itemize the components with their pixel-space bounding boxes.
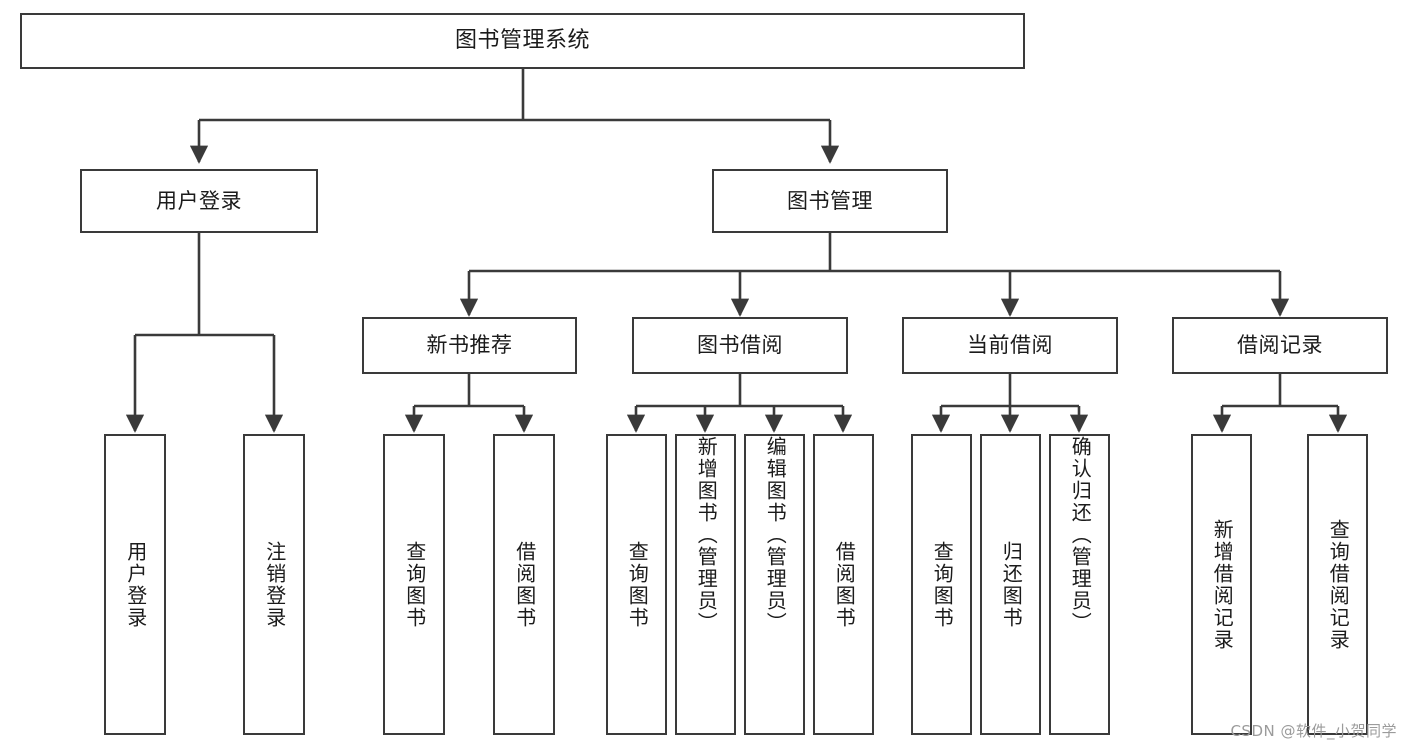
node-leaf-current-borrow-query[interactable]: 查询图书 xyxy=(911,434,972,735)
node-label: 用户登录 xyxy=(156,188,242,213)
node-user-login[interactable]: 用户登录 xyxy=(80,169,318,233)
node-label: 用户登录 xyxy=(123,540,148,629)
node-current-borrow[interactable]: 当前借阅 xyxy=(902,317,1118,374)
node-label: 图书管理系统 xyxy=(454,28,590,54)
node-label: 新书推荐 xyxy=(426,333,513,358)
node-label: 借阅图书 xyxy=(512,540,537,629)
node-label: 编辑图书（管理员） xyxy=(763,436,788,634)
node-leaf-new-book-borrow[interactable]: 借阅图书 xyxy=(493,434,555,735)
node-label: 新增图书（管理员） xyxy=(694,436,719,634)
node-leaf-borrow-record-add[interactable]: 新增借阅记录 xyxy=(1191,434,1252,735)
node-label: 归还图书 xyxy=(999,540,1024,629)
node-label: 图书借阅 xyxy=(697,333,783,358)
node-label: 查询图书 xyxy=(930,540,955,629)
node-leaf-book-borrow-edit[interactable]: 编辑图书（管理员） xyxy=(744,434,805,735)
node-new-book-recommend[interactable]: 新书推荐 xyxy=(362,317,577,374)
node-leaf-book-borrow-query[interactable]: 查询图书 xyxy=(606,434,667,735)
node-label: 图书管理 xyxy=(787,188,873,213)
node-leaf-new-book-query[interactable]: 查询图书 xyxy=(383,434,445,735)
node-label: 注销登录 xyxy=(262,540,287,629)
node-book-borrow[interactable]: 图书借阅 xyxy=(632,317,848,374)
node-leaf-current-borrow-return[interactable]: 归还图书 xyxy=(980,434,1041,735)
node-label: 查询图书 xyxy=(625,540,650,629)
node-leaf-borrow-record-query[interactable]: 查询借阅记录 xyxy=(1307,434,1368,735)
node-leaf-user-login-logout[interactable]: 注销登录 xyxy=(243,434,305,735)
node-leaf-user-login-login[interactable]: 用户登录 xyxy=(104,434,166,735)
node-book-management[interactable]: 图书管理 xyxy=(712,169,948,233)
node-leaf-current-borrow-confirm-return[interactable]: 确认归还（管理员） xyxy=(1049,434,1110,735)
node-label: 查询借阅记录 xyxy=(1326,518,1351,651)
node-label: 借阅记录 xyxy=(1237,333,1323,358)
node-root-book-management-system[interactable]: 图书管理系统 xyxy=(20,13,1025,69)
node-label: 确认归还（管理员） xyxy=(1068,436,1093,634)
node-label: 查询图书 xyxy=(402,540,427,629)
node-borrow-record[interactable]: 借阅记录 xyxy=(1172,317,1388,374)
node-leaf-book-borrow-add[interactable]: 新增图书（管理员） xyxy=(675,434,736,735)
node-label: 新增借阅记录 xyxy=(1210,518,1235,651)
watermark: CSDN @软件_小贺同学 xyxy=(1230,722,1397,740)
node-leaf-book-borrow-borrow[interactable]: 借阅图书 xyxy=(813,434,874,735)
node-label: 当前借阅 xyxy=(967,333,1053,358)
node-label: 借阅图书 xyxy=(832,540,857,629)
